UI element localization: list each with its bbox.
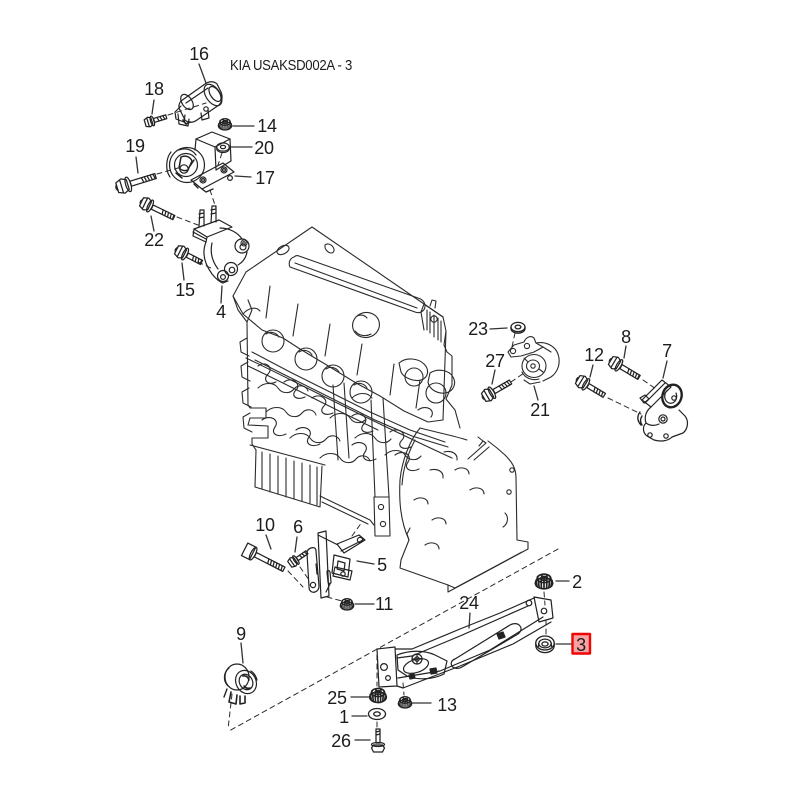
svg-text:26: 26 bbox=[331, 731, 351, 751]
svg-text:17: 17 bbox=[255, 168, 275, 188]
svg-text:22: 22 bbox=[144, 230, 164, 250]
svg-text:19: 19 bbox=[125, 136, 145, 156]
svg-text:20: 20 bbox=[254, 138, 274, 158]
svg-text:23: 23 bbox=[468, 319, 488, 339]
svg-text:21: 21 bbox=[530, 400, 550, 420]
svg-text:1: 1 bbox=[339, 707, 349, 727]
svg-text:2: 2 bbox=[572, 572, 582, 592]
svg-text:27: 27 bbox=[485, 351, 505, 371]
svg-text:24: 24 bbox=[459, 593, 479, 613]
svg-text:13: 13 bbox=[437, 695, 457, 715]
svg-text:16: 16 bbox=[189, 44, 209, 64]
svg-text:14: 14 bbox=[257, 116, 277, 136]
svg-text:7: 7 bbox=[662, 341, 672, 361]
svg-text:10: 10 bbox=[255, 515, 275, 535]
svg-text:5: 5 bbox=[377, 555, 387, 575]
svg-text:3: 3 bbox=[576, 635, 586, 655]
svg-text:4: 4 bbox=[216, 302, 226, 322]
svg-text:18: 18 bbox=[144, 79, 164, 99]
svg-text:25: 25 bbox=[327, 688, 347, 708]
svg-text:11: 11 bbox=[375, 594, 393, 614]
svg-text:12: 12 bbox=[584, 345, 604, 365]
svg-text:KIA USAKSD002A - 3: KIA USAKSD002A - 3 bbox=[230, 58, 352, 74]
svg-text:15: 15 bbox=[175, 280, 195, 300]
svg-text:9: 9 bbox=[236, 624, 246, 644]
svg-text:6: 6 bbox=[293, 517, 303, 537]
svg-text:8: 8 bbox=[621, 327, 631, 347]
